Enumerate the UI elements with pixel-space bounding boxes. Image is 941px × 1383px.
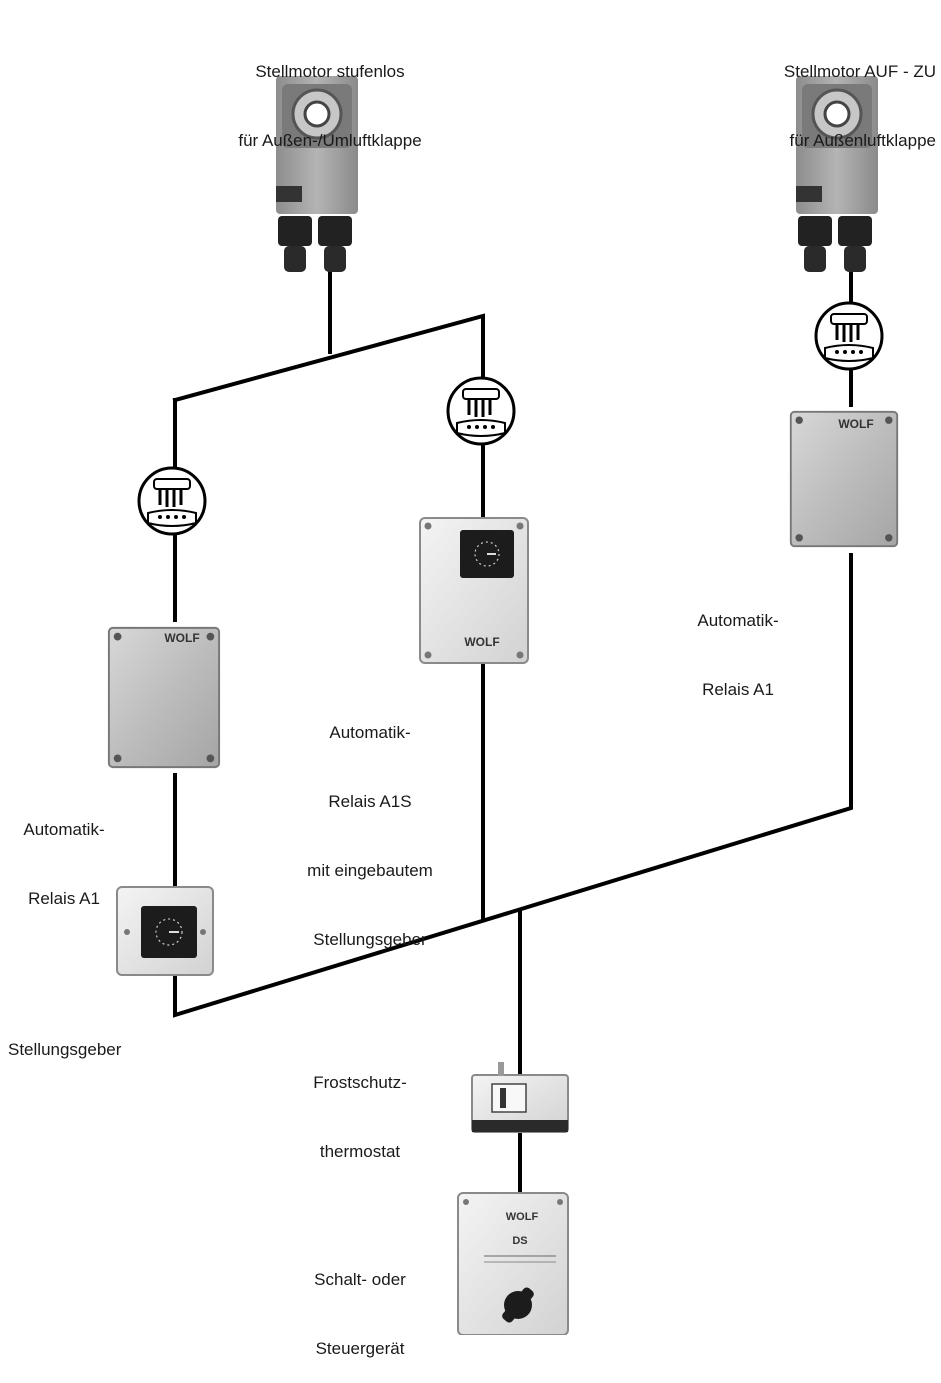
position-dial-icon xyxy=(116,886,214,976)
relay-box-icon: WOLF xyxy=(419,517,529,664)
svg-text:WOLF: WOLF xyxy=(506,1211,539,1223)
plug-connector-icon xyxy=(137,466,207,536)
relay-box-icon: WOLF xyxy=(107,626,221,769)
label-frost-thermostat: Frostschutz- thermostat xyxy=(313,1073,407,1161)
label-actuator-modulating: Stellmotor stufenlos für Außen-/Umluftkl… xyxy=(238,62,422,150)
label-relay-a1-right: Automatik- Relais A1 xyxy=(697,611,779,699)
svg-text:WOLF: WOLF xyxy=(838,417,873,431)
wiring xyxy=(172,270,853,1197)
label-position-transmitter: Stellungsgeber xyxy=(8,1040,122,1059)
plug-connector-icon xyxy=(446,376,516,446)
label-actuator-open-close: Stellmotor AUF - ZU für Außenluftklappe xyxy=(783,62,936,150)
relay-box-icon: WOLF xyxy=(789,410,899,548)
label-relay-a1-left: Automatik- Relais A1 xyxy=(23,820,105,908)
plug-connector-icon xyxy=(814,301,884,371)
wiring-diagram: WOLF WOLF WOLF WOLF DS xyxy=(107,76,899,1335)
svg-text:WOLF: WOLF xyxy=(164,631,199,645)
svg-text:DS: DS xyxy=(512,1235,527,1247)
thermostat-icon xyxy=(471,1062,569,1133)
svg-text:WOLF: WOLF xyxy=(464,635,499,649)
label-relay-a1s: Automatik- Relais A1S mit eingebautem St… xyxy=(307,723,433,949)
control-switch-icon: WOLF DS xyxy=(457,1192,569,1335)
label-control-unit: Schalt- oder Steuergerät xyxy=(314,1270,406,1358)
